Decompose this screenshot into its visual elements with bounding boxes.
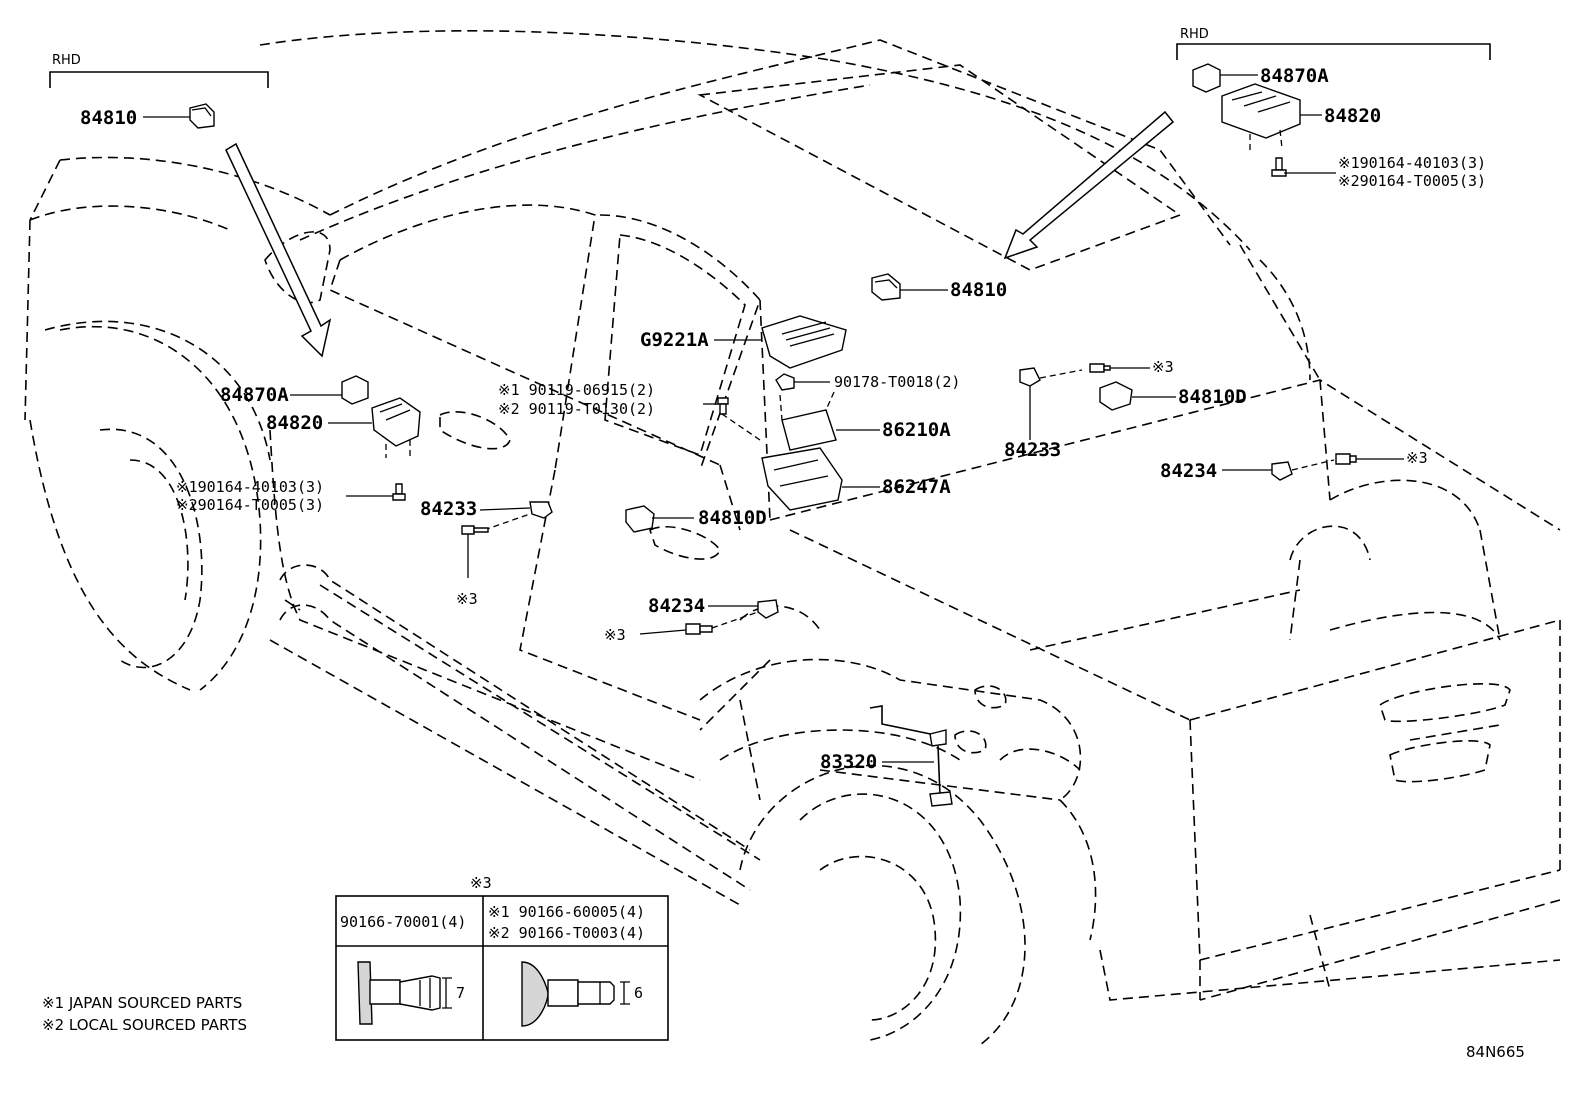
label-86210A: 86210A [882,419,951,441]
callout-arrow-right [1003,110,1175,260]
screw-mark3-upper-right [1089,363,1111,373]
part-84870A-right [1192,63,1221,93]
label-mark3-center: ※3 [604,626,626,644]
part-83320 [869,705,953,807]
label-84820-left: 84820 [266,412,323,434]
label-mark3-right: ※3 [1406,449,1428,467]
leader-lines [143,74,1404,763]
legend-left-header: 90166-70001(4) [340,913,466,931]
label-84870A-left: 84870A [220,384,289,406]
part-84870A-left [341,375,369,405]
label-84810D-right: 84810D [1178,386,1247,408]
label-90164-40103-left: ※190164-40103(3) [176,478,324,496]
fastener-drawing-left: 7 [357,961,465,1025]
label-90119-06915: ※1 90119-06915(2) [498,381,655,399]
screw-mark3-center [685,623,713,635]
legend-frame [335,895,669,1041]
label-90119-T0130: ※2 90119-T0130(2) [498,400,655,418]
label-90178: 90178-T0018(2) [834,373,960,391]
label-84234-center: 84234 [648,595,705,617]
label-mark3-left: ※3 [456,590,478,608]
part-84810-left [189,103,215,129]
screw-mark3-right [1335,453,1357,465]
part-84233-right [1019,367,1083,387]
part-G9221A [761,315,847,369]
label-84870A-right: 84870A [1260,65,1329,87]
part-84820-left [371,397,421,458]
legend-left-dim: 7 [456,984,465,1002]
fastener-legend-table: ※3 90166-70001(4) ※1 90166-60005(4) ※2 9… [335,874,669,1041]
label-90164-T0005-right: ※290164-T0005(3) [1338,172,1486,190]
part-84810-center [871,273,901,301]
part-86247A [761,447,843,511]
legend-right-header-2: ※2 90166-T0003(4) [488,924,645,942]
callout-arrow-left [225,142,332,358]
screw-90164-right [1271,157,1287,177]
legend-right-dim: 6 [634,984,643,1002]
label-84234-right: 84234 [1160,460,1217,482]
label-84233-left: 84233 [420,498,477,520]
part-84234-center [711,599,779,629]
rhd-label-left: RHD [52,53,81,68]
label-84810D-center: 84810D [698,507,767,529]
part-84810D-right [1099,381,1133,411]
label-83320: 83320 [820,751,877,773]
label-G9221A: G9221A [640,329,709,351]
vehicle-body-outline [24,30,1561,1046]
label-90164-40103-right: ※190164-40103(3) [1338,154,1486,172]
bolt-90119 [717,397,761,441]
part-84810D-center [625,505,655,533]
part-86210A [779,391,837,451]
part-84820-right [1221,83,1301,150]
label-86247A: 86247A [882,476,951,498]
legend-caption: ※3 [470,874,492,892]
footnote-local-sourced: ※2 LOCAL SOURCED PARTS [42,1016,247,1034]
rhd-bracket-left: RHD [49,53,269,88]
rhd-bracket-right: RHD [1176,27,1491,60]
part-84234-right [1271,459,1335,481]
label-90164-T0005-left: ※290164-T0005(3) [176,496,324,514]
diagram-code: 84N665 [1466,1043,1525,1061]
part-84233-left [483,501,553,531]
footnote-japan-sourced: ※1 JAPAN SOURCED PARTS [42,994,242,1012]
screw-90164-left [392,483,406,501]
label-84810-left: 84810 [80,107,137,129]
legend-right-header-1: ※1 90166-60005(4) [488,903,645,921]
clip-90178 [775,373,795,391]
screw-mark3-left [461,525,489,578]
rhd-label-right: RHD [1180,27,1209,42]
label-84233-right: 84233 [1004,439,1061,461]
label-mark3-upper-right: ※3 [1152,358,1174,376]
label-84820-right: 84820 [1324,105,1381,127]
fastener-drawing-right: 6 [521,961,643,1027]
label-84810-center: 84810 [950,279,1007,301]
